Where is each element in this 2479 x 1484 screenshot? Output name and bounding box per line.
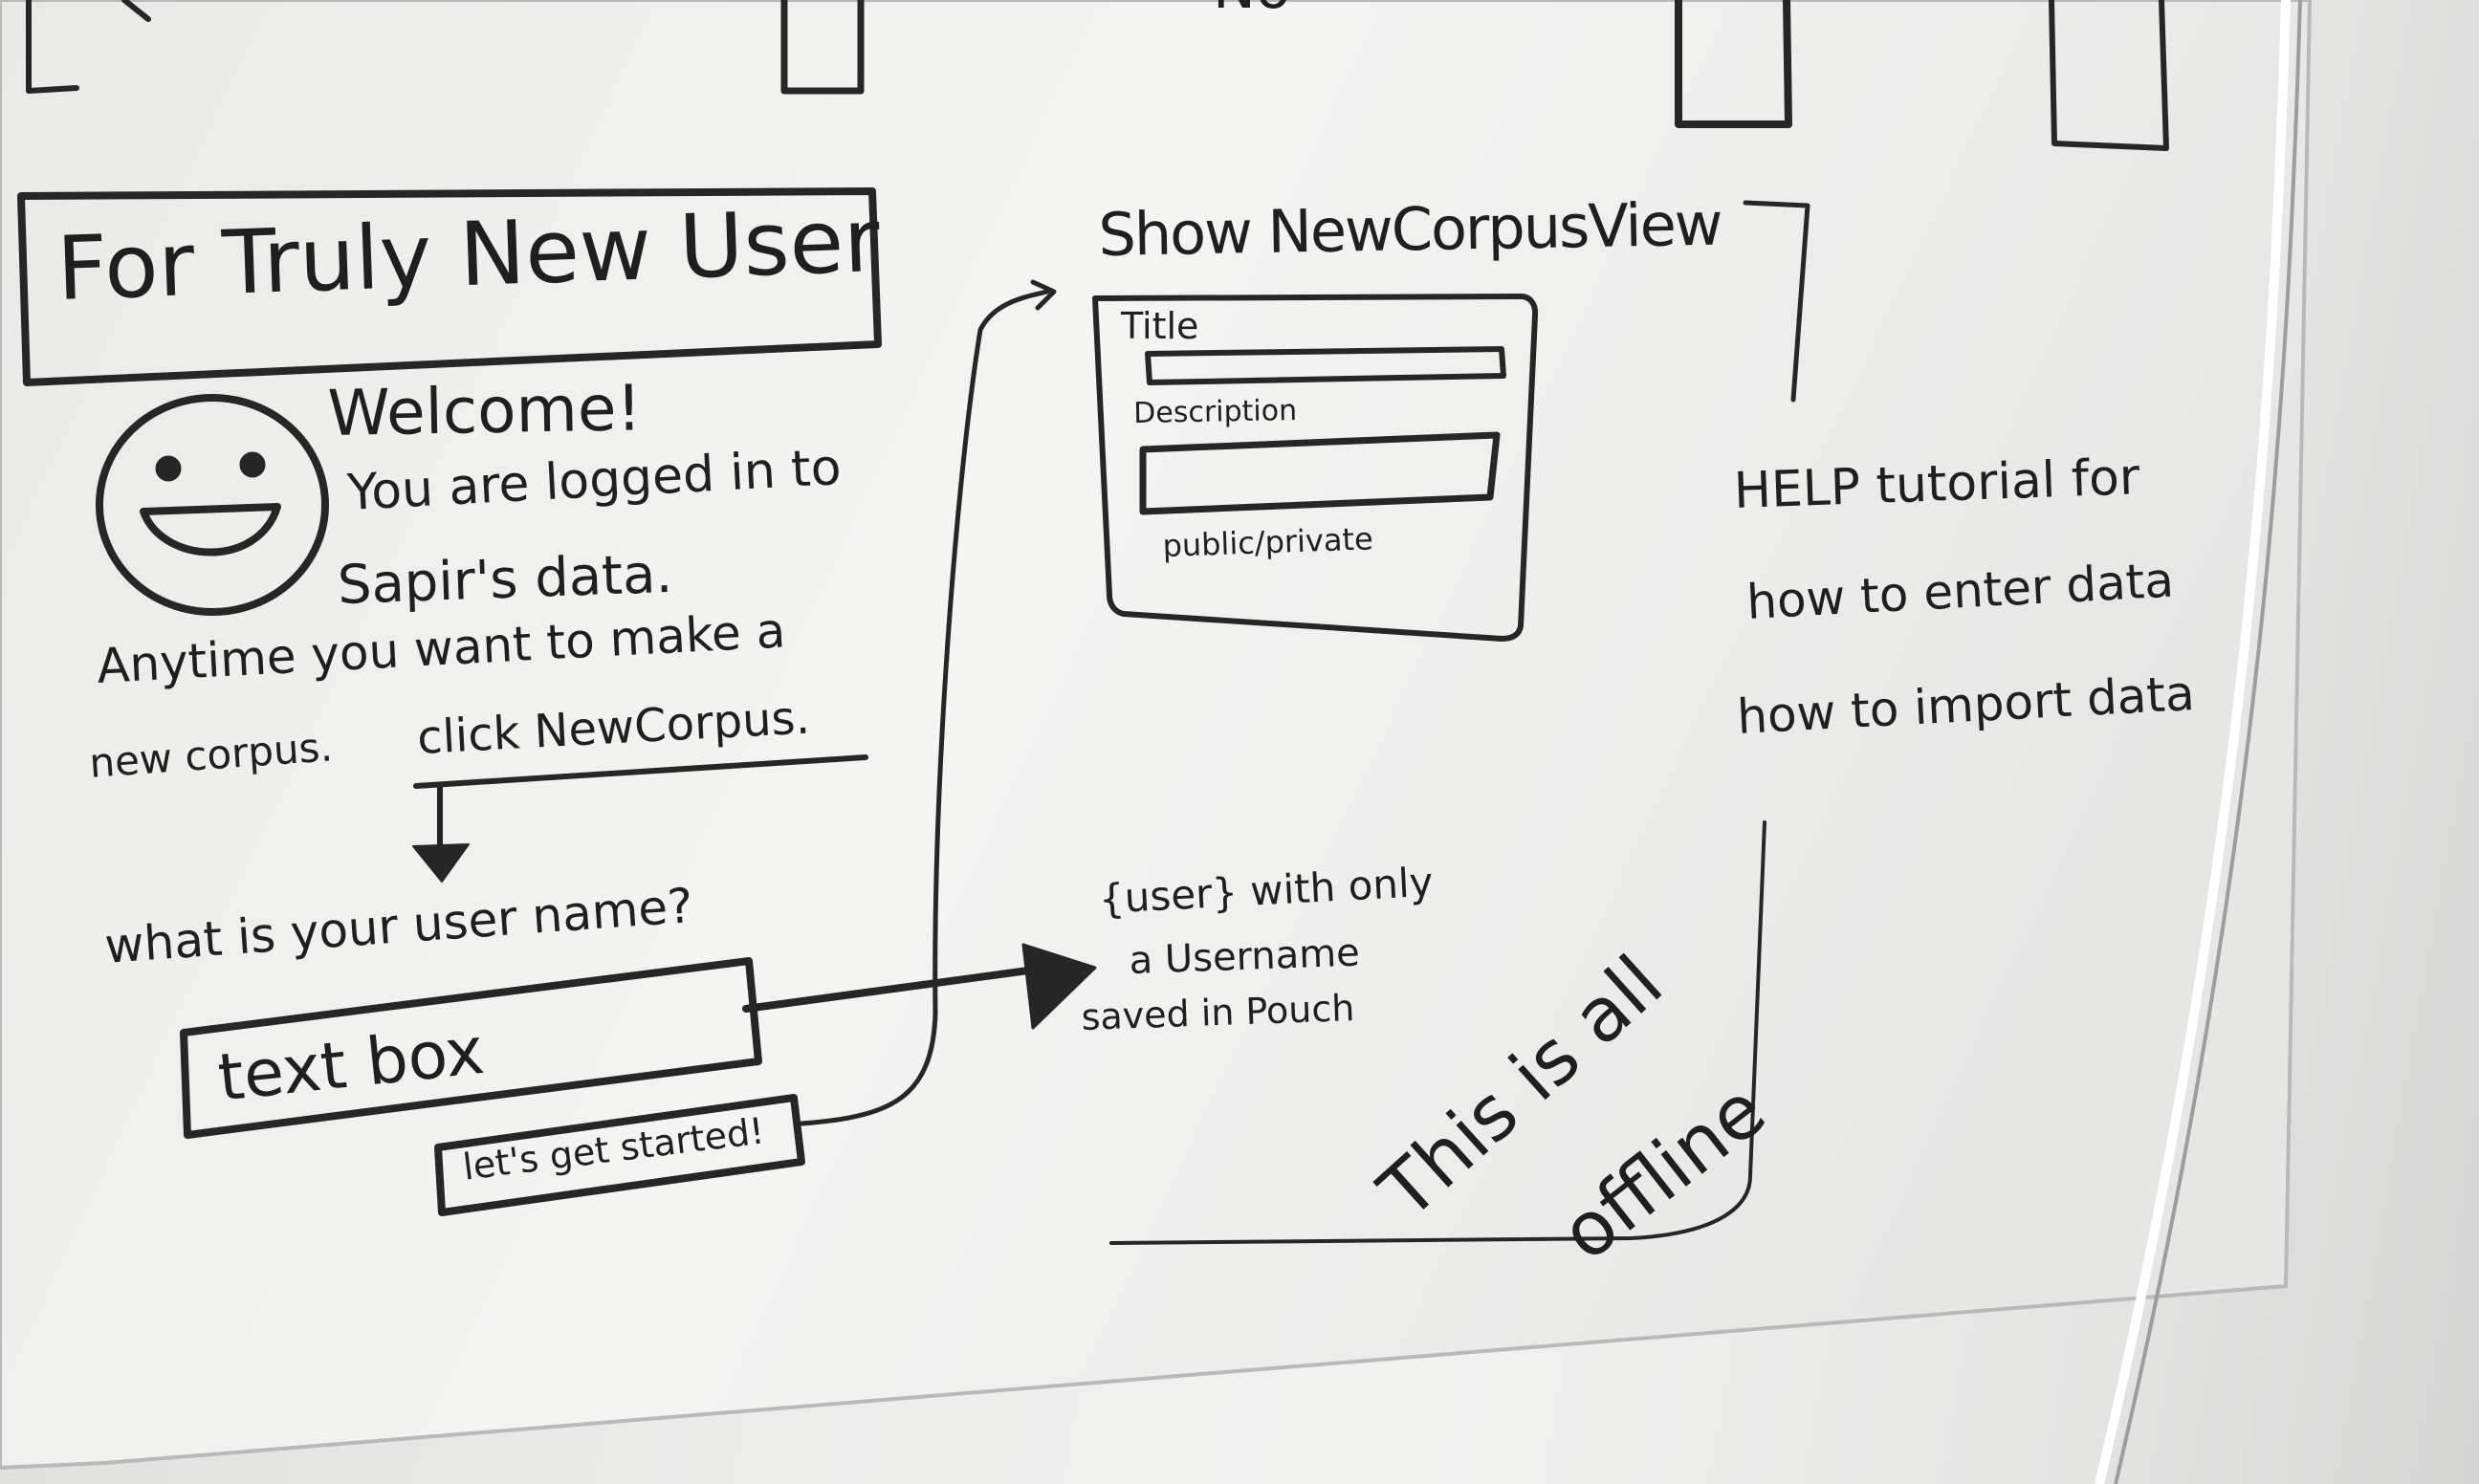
whiteboard-surface	[0, 0, 2313, 1471]
title-label: Title	[1121, 305, 1199, 347]
top-box-2	[1675, 0, 1792, 128]
smiley-icon	[96, 394, 329, 616]
heading-box	[17, 187, 882, 386]
new-corpus-panel	[1092, 294, 1539, 642]
new-corpus-view-title: Show NewCorpusView	[1097, 188, 1722, 270]
description-label: Description	[1132, 394, 1298, 430]
help-line-1: HELP tutorial for	[1732, 448, 2141, 520]
title-field	[1145, 346, 1506, 385]
visibility-toggle[interactable]: public/private	[1161, 520, 1374, 564]
top-box-1	[780, 0, 865, 95]
wall-cable	[2095, 0, 2291, 1484]
welcome-line-1: Welcome!	[326, 371, 643, 450]
user-note-line-2: a Username	[1128, 930, 1361, 983]
top-box-3	[2049, 0, 2169, 151]
top-left-fragment	[26, 0, 151, 94]
description-field	[1139, 431, 1501, 515]
offline-region-border	[1109, 820, 1766, 1245]
user-note-line-3: saved in Pouch	[1080, 987, 1356, 1038]
top-fragment-text: No	[1213, 0, 1291, 17]
text-box-outline	[180, 957, 762, 1139]
welcome-line-3: Sapir's data.	[336, 542, 674, 617]
start-button-outline	[434, 1094, 805, 1216]
